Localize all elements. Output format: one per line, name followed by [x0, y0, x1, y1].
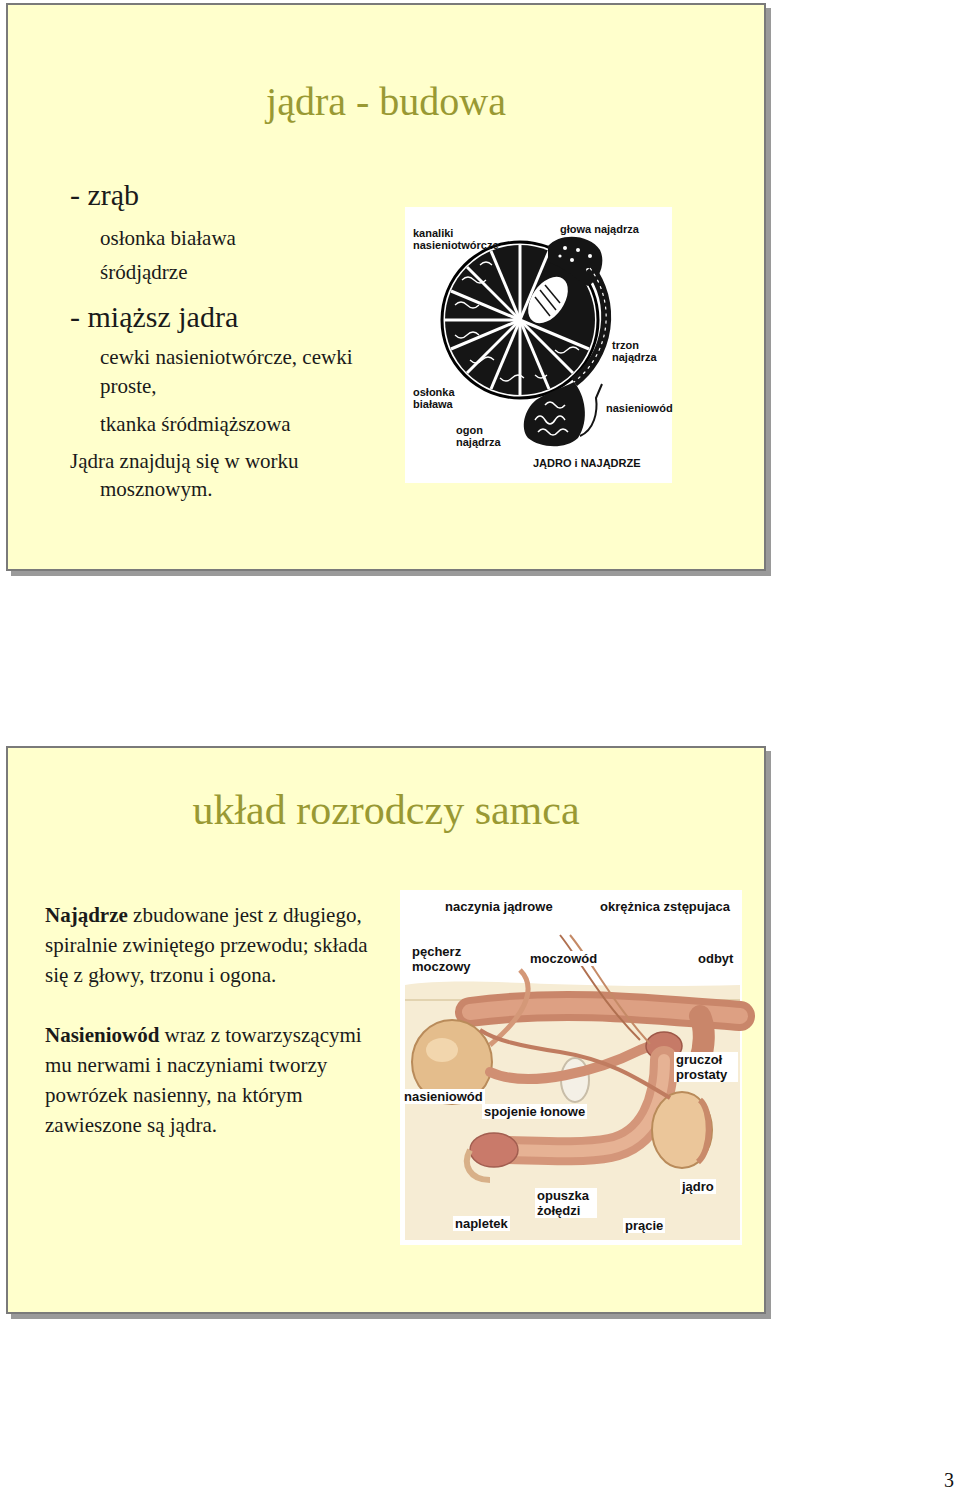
part-label: nasieniowód: [606, 402, 673, 414]
figure-caption: JĄDRO i NAJĄDRZE: [533, 457, 641, 469]
slide-title: układ rozrodczy samca: [8, 786, 764, 834]
part-label: gruczoł prostaty: [674, 1052, 738, 1082]
term: Nasieniowód: [45, 1023, 159, 1047]
reproductive-system-drawing: [400, 890, 742, 1245]
slide-panel: jądra - budowa - zrąb osłonka biaława śródj…: [6, 3, 766, 571]
term: Najądrze: [45, 903, 128, 927]
part-label: prącie: [623, 1218, 665, 1233]
list-heading: - miąższ jadra: [70, 299, 238, 335]
part-label: ogon najądrza: [456, 424, 508, 448]
list-item: śródjądrze: [100, 259, 187, 285]
paragraph: Nasieniowódwraz z towarzyszącymi mu nerw…: [45, 1020, 370, 1140]
part-label: jądro: [680, 1179, 716, 1194]
part-label: spojenie łonowe: [482, 1104, 587, 1119]
slide-title: jądra - budowa: [8, 79, 764, 125]
part-label: opuszka żołędzi: [535, 1188, 597, 1218]
page-number: 3: [944, 1468, 954, 1492]
testis-drawing: [405, 207, 672, 483]
part-label: pęcherz moczowy: [410, 944, 482, 974]
list-heading: - zrąb: [70, 177, 139, 213]
part-label: trzon najądrza: [612, 339, 668, 363]
part-label: osłonka biaława: [413, 386, 465, 410]
part-label: moczowód: [528, 951, 599, 966]
part-label: odbyt: [696, 951, 735, 966]
part-label: głowa najądrza: [560, 223, 639, 235]
list-item: osłonka biaława: [100, 225, 236, 251]
part-label: kanaliki nasieniotwórcze: [413, 227, 503, 251]
part-label: nasieniowód: [402, 1089, 485, 1104]
slide-panel: Najądrzezbudowane jest z długiego, spira…: [6, 746, 766, 1314]
list-item: cewki nasieniotwórcze, cewki proste,: [100, 343, 385, 401]
part-label: okrężnica zstępujaca: [598, 899, 732, 914]
list-note: Jądra znajdują się w worku mosznowym.: [70, 447, 375, 503]
list-item: tkanka śródmiąższowa: [100, 411, 291, 437]
part-label: naczynia jądrowe: [443, 899, 555, 914]
paragraph: Najądrzezbudowane jest z długiego, spira…: [45, 900, 370, 990]
part-label: napletek: [453, 1216, 510, 1231]
slide-background: [6, 3, 771, 1319]
